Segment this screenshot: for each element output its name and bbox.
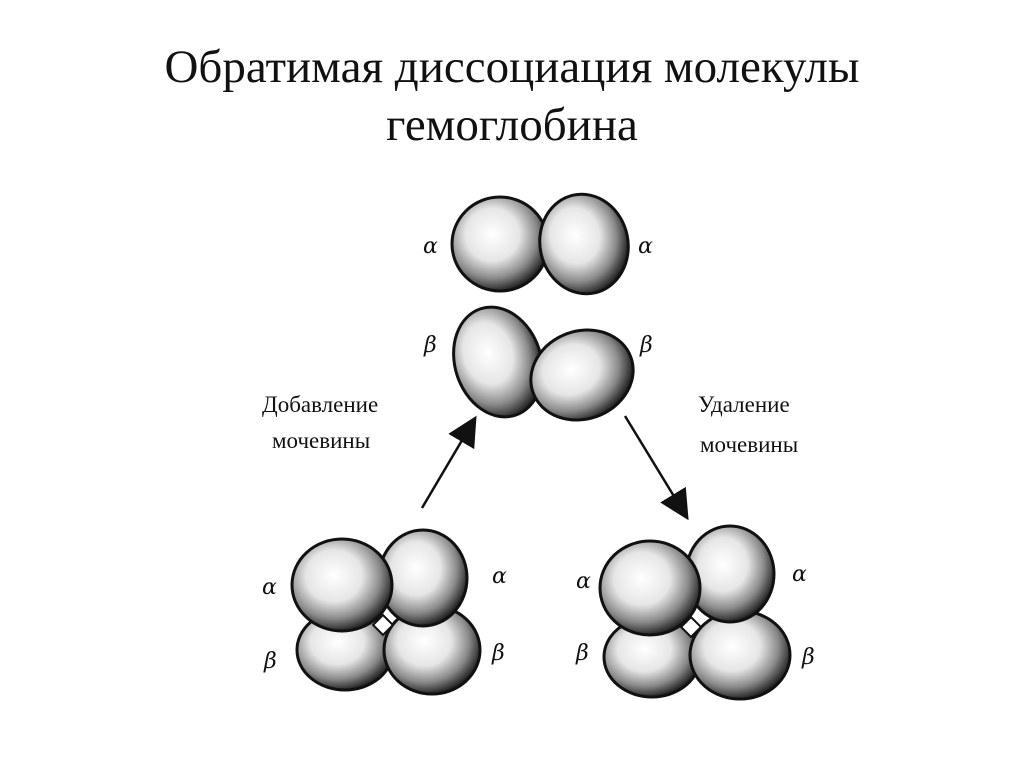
beta-label: β bbox=[575, 641, 589, 666]
beta-label: β bbox=[639, 333, 653, 358]
arrow-up-left bbox=[420, 415, 477, 509]
slide-title: Обратимая диссоциация молекулы гемоглоби… bbox=[40, 38, 984, 154]
alpha-subunit bbox=[598, 539, 702, 637]
alpha-label: α bbox=[423, 234, 438, 259]
alpha-label: α bbox=[792, 562, 807, 587]
beta-label: β bbox=[263, 649, 277, 674]
add-urea-caption-line2: мочевины bbox=[272, 428, 370, 453]
title-line-1: Обратимая диссоциация молекулы bbox=[164, 41, 860, 93]
beta-label: β bbox=[801, 645, 815, 670]
tetramer-right bbox=[598, 524, 792, 701]
beta-subunit bbox=[688, 609, 792, 701]
remove-urea-caption-line2: мочевины bbox=[700, 432, 798, 457]
alpha-subunit bbox=[538, 192, 630, 296]
central-cavity bbox=[371, 613, 395, 637]
beta-label: β bbox=[491, 641, 505, 666]
beta-label: β bbox=[423, 333, 437, 358]
beta-subunit bbox=[529, 328, 635, 422]
alpha-label: α bbox=[262, 575, 277, 600]
alpha-subunit bbox=[450, 195, 550, 293]
beta-subunit bbox=[452, 305, 544, 419]
alpha-label: α bbox=[638, 234, 653, 259]
title-line-2: гемоглобина bbox=[386, 99, 638, 151]
tetramer-left bbox=[290, 528, 482, 696]
central-cavity bbox=[679, 615, 703, 639]
alpha-label: α bbox=[576, 569, 591, 594]
alpha-dimer bbox=[450, 192, 630, 296]
alpha-label: α bbox=[492, 564, 507, 589]
alpha-subunit bbox=[290, 537, 394, 633]
arrow-down-right bbox=[623, 415, 689, 521]
beta-dimer bbox=[452, 305, 635, 422]
remove-urea-caption-line1: Удаление bbox=[698, 392, 790, 417]
add-urea-caption-line1: Добавление bbox=[262, 392, 378, 417]
